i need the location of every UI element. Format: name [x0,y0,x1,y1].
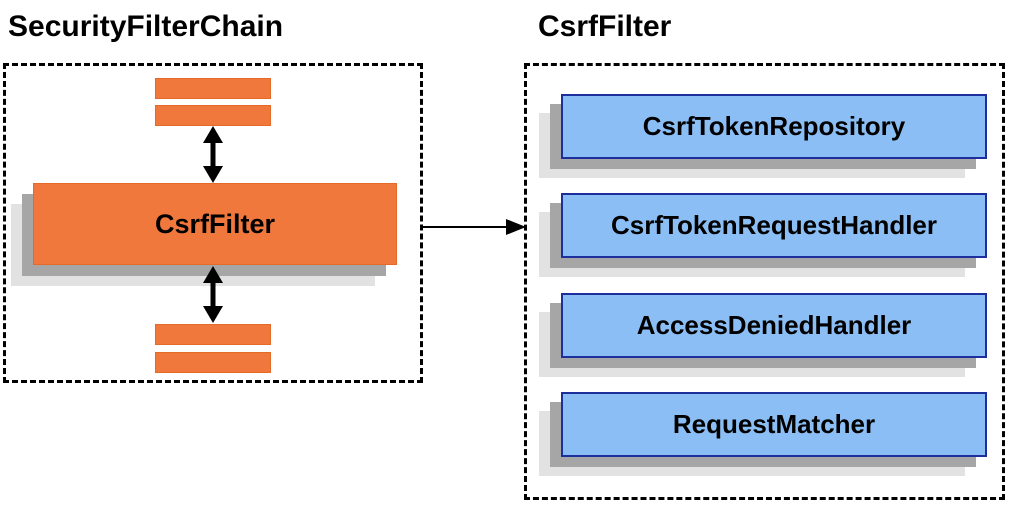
component-label: CsrfTokenRepository [642,111,906,141]
access-denied-handler-node: AccessDeniedHandler [561,293,987,358]
filter-bar-top-2 [155,105,271,126]
double-arrow-icon [203,126,223,183]
security-filter-chain-title: SecurityFilterChain [8,10,284,43]
csrf-filter-node-label: CsrfFilter [154,208,276,239]
component-label: RequestMatcher [672,409,876,439]
right-arrow-icon [421,219,526,235]
csrf-filter-components-container: CsrfTokenRepository CsrfTokenRequestHand… [524,63,1005,500]
filter-bar-bottom-1 [155,324,271,345]
request-matcher-node: RequestMatcher [561,392,987,457]
filter-bar-bottom-2 [155,352,271,373]
csrf-filter-node: CsrfFilter [33,183,397,265]
component-label: AccessDeniedHandler [636,310,912,340]
csrf-token-request-handler-node: CsrfTokenRequestHandler [561,193,987,258]
security-filter-chain-container: CsrfFilter [3,63,423,383]
filter-bar-top-1 [155,78,271,99]
double-arrow-icon [203,266,223,323]
csrf-filter-title: CsrfFilter [538,10,672,43]
csrf-token-repository-node: CsrfTokenRepository [561,94,987,159]
component-label: CsrfTokenRequestHandler [610,210,938,240]
